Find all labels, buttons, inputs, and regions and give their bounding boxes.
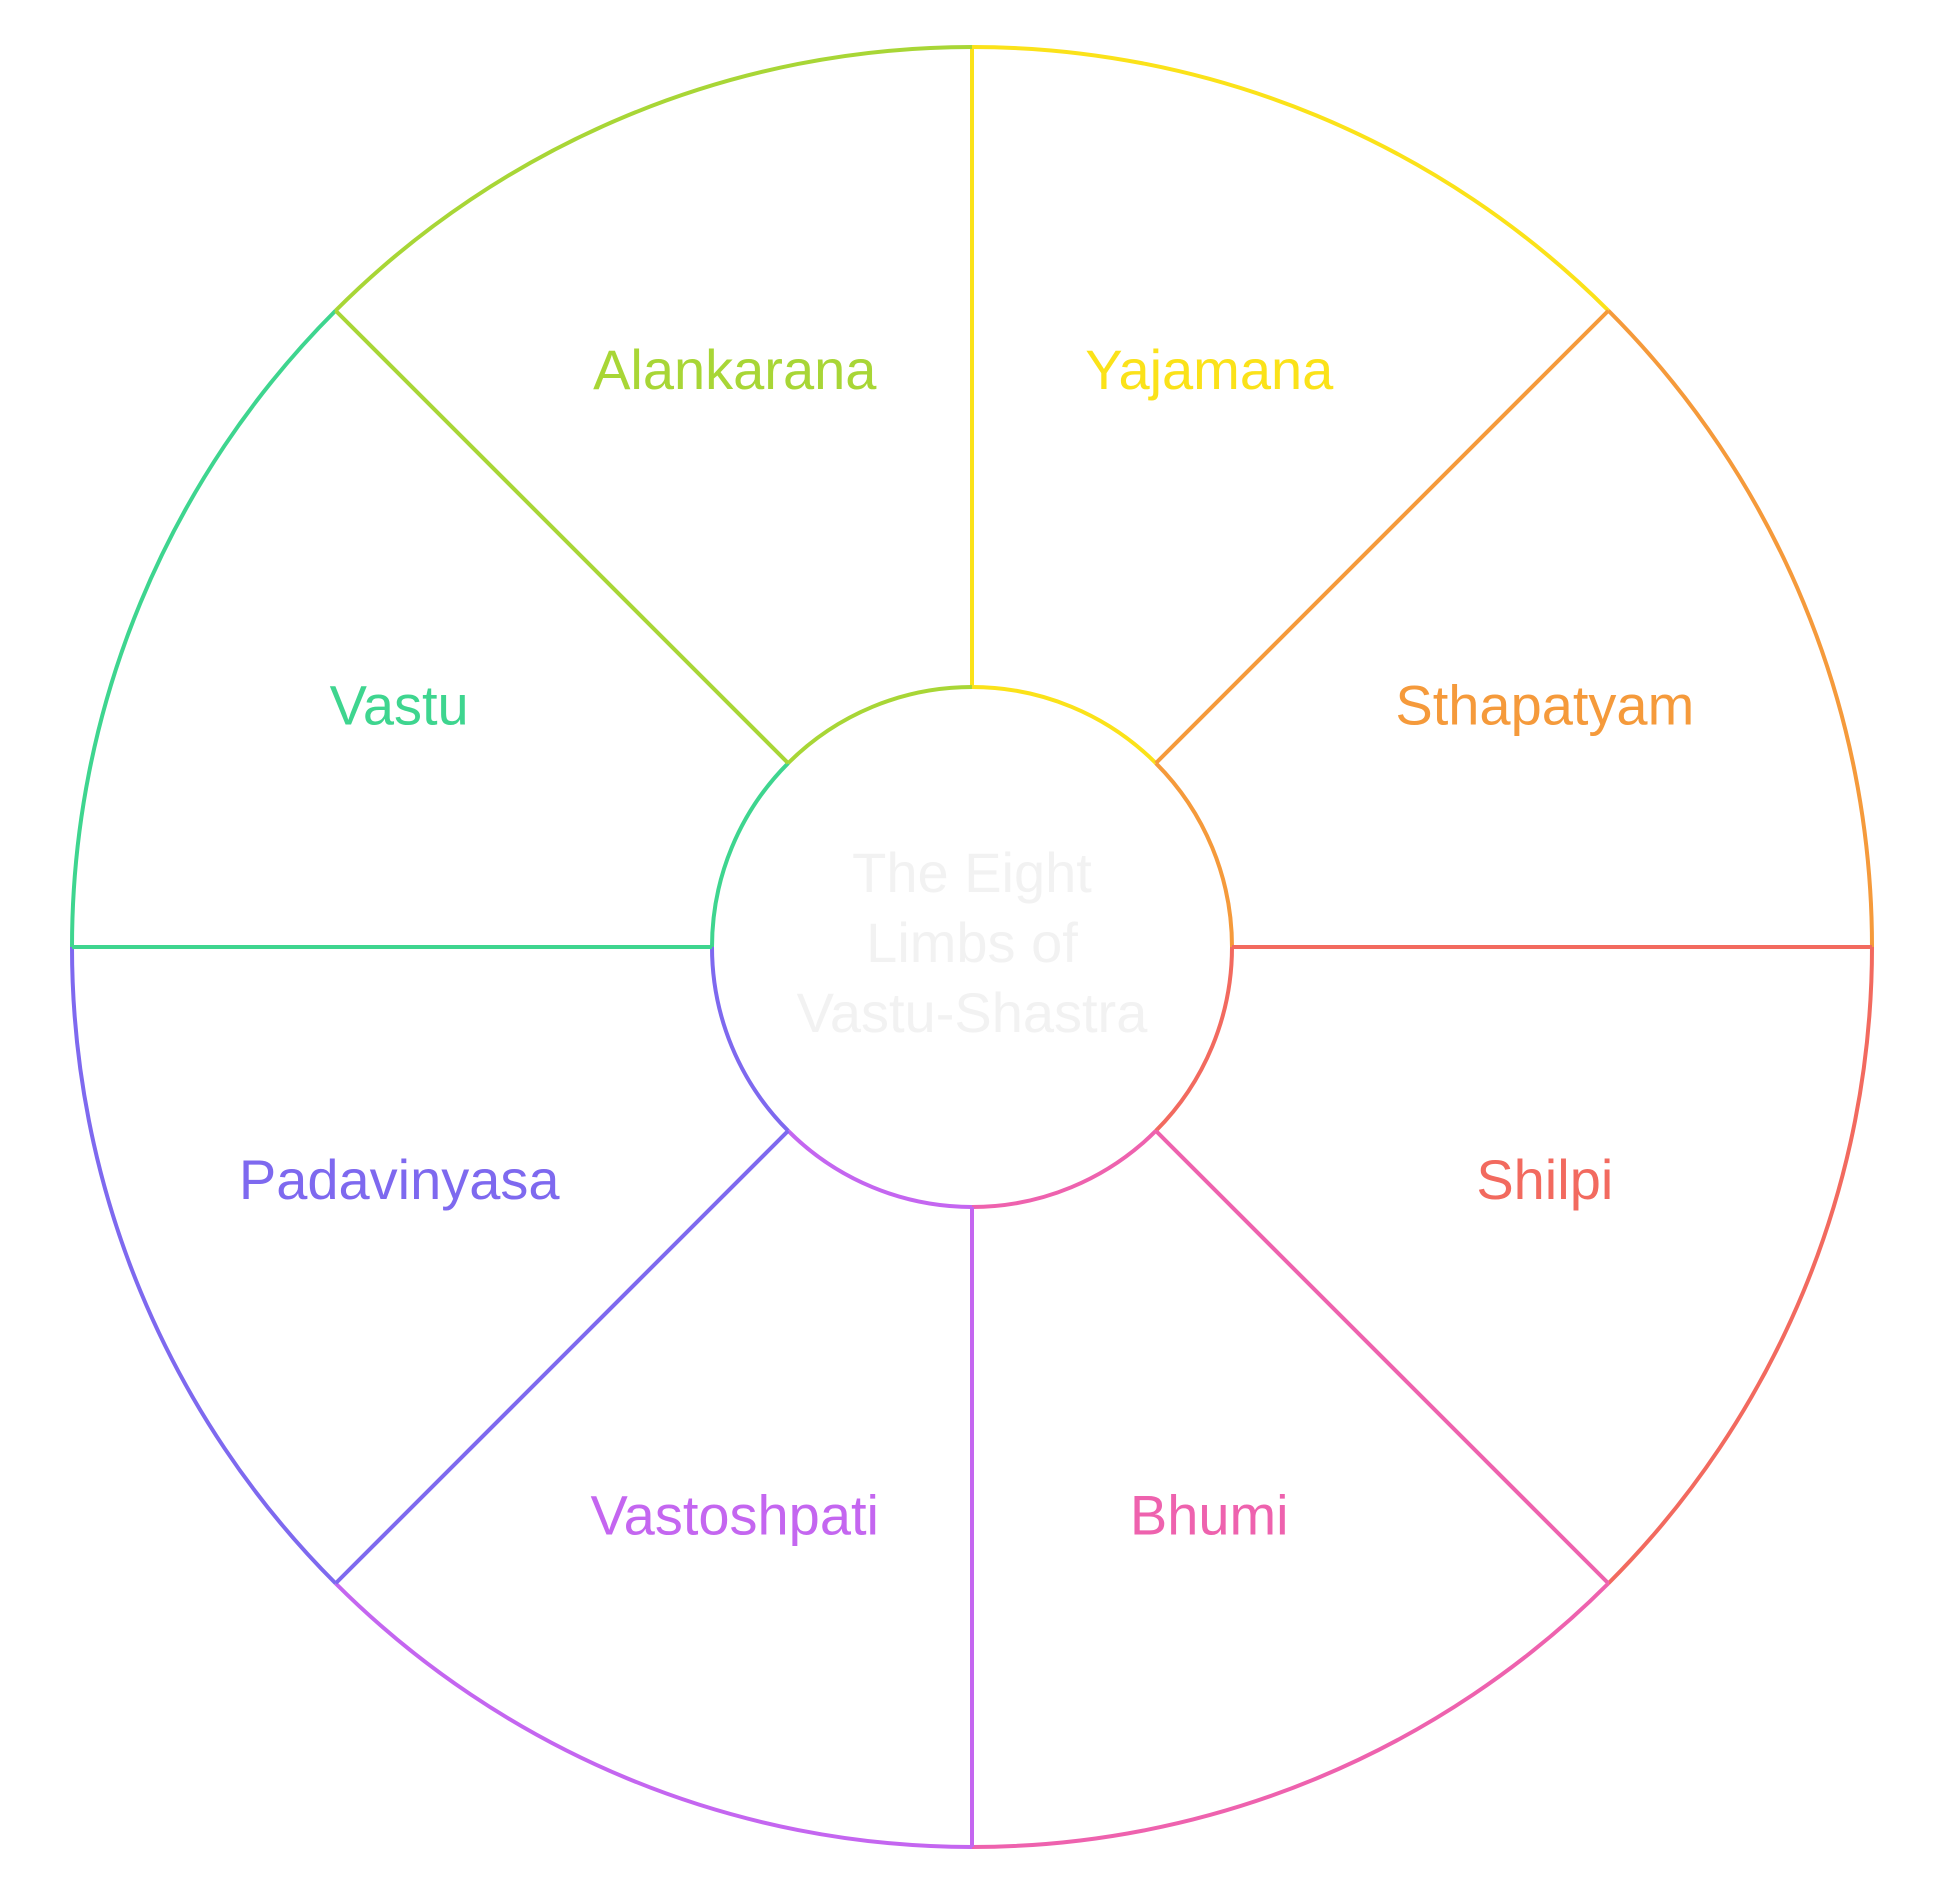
segment-yajamana xyxy=(970,45,1610,765)
segment-outer-arc-bhumi xyxy=(971,1581,1610,1849)
segment-label-vastoshpati: Vastoshpati xyxy=(590,1484,878,1547)
center-title-line-2: Limbs of xyxy=(866,911,1078,974)
segment-outer-arc-alankarana xyxy=(334,45,973,313)
center-title-line-3: Vastu-Shastra xyxy=(797,981,1149,1044)
segment-bhumi xyxy=(971,1129,1610,1849)
segment-label-yajamana: Yajamana xyxy=(1085,338,1334,401)
segment-sthapatyam xyxy=(1154,309,1874,948)
segment-spoke-padavinyasa xyxy=(334,1129,790,1585)
segment-inner-arc-shilpi xyxy=(1154,946,1234,1133)
segment-shilpi xyxy=(1154,945,1874,1585)
segment-spoke-alankarana xyxy=(334,309,790,765)
segment-vastoshpati xyxy=(334,1129,974,1849)
segment-label-bhumi: Bhumi xyxy=(1130,1484,1289,1547)
center-title-line-1: The Eight xyxy=(852,841,1092,904)
segment-label-sthapatyam: Sthapatyam xyxy=(1395,674,1694,737)
segment-alankarana xyxy=(334,45,973,765)
segment-padavinyasa xyxy=(70,946,790,1585)
segment-label-vastu: Vastu xyxy=(330,674,469,737)
segment-outer-arc-shilpi xyxy=(1606,946,1874,1585)
segment-spoke-sthapatyam xyxy=(1154,309,1610,765)
segment-label-padavinyasa: Padavinyasa xyxy=(239,1148,561,1211)
segment-label-alankarana: Alankarana xyxy=(593,338,877,401)
segment-label-shilpi: Shilpi xyxy=(1476,1148,1613,1211)
segment-outer-arc-vastu xyxy=(70,309,338,948)
segment-inner-arc-vastu xyxy=(710,761,790,948)
segment-inner-arc-alankarana xyxy=(786,685,973,765)
segment-inner-arc-yajamana xyxy=(971,685,1158,765)
center-hub: The Eight Limbs of Vastu-Shastra xyxy=(797,841,1149,1044)
segment-outer-arc-vastoshpati xyxy=(334,1581,973,1849)
segment-inner-arc-bhumi xyxy=(971,1129,1158,1209)
segment-outer-arc-sthapatyam xyxy=(1606,309,1874,948)
segment-outer-arc-yajamana xyxy=(971,45,1610,313)
segment-vastu xyxy=(70,309,790,949)
segment-inner-arc-padavinyasa xyxy=(710,946,790,1133)
segment-inner-arc-sthapatyam xyxy=(1154,761,1234,948)
segment-outer-arc-padavinyasa xyxy=(70,946,338,1585)
segments-layer xyxy=(70,45,1874,1849)
segment-spoke-bhumi xyxy=(1154,1129,1610,1585)
segment-inner-arc-vastoshpati xyxy=(786,1129,973,1209)
